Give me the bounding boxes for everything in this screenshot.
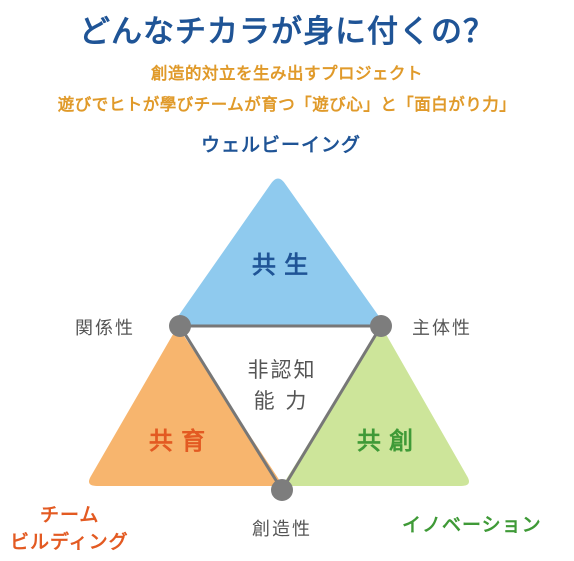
outcome-innovation: イノベーション: [402, 514, 542, 536]
left-triangle-label: 共 育: [149, 427, 205, 455]
vertex-label-right: 主体性: [412, 318, 472, 339]
subtitle-line-1: 創造的対立を生み出すプロジェクト: [151, 64, 423, 83]
edge-right: [280, 325, 383, 491]
center-label-line-1: 非認知: [248, 358, 317, 382]
vertex-label-left: 関係性: [75, 318, 135, 339]
right-triangle: [285, 331, 469, 486]
center-label-line-2: 能 力: [254, 389, 309, 413]
vertex-dot-left-icon: [169, 315, 191, 337]
page-title: どんなチカラが身に付くの？: [79, 14, 495, 50]
vertex-dot-right-icon: [370, 315, 392, 337]
vertex-dot-bottom-icon: [271, 479, 293, 501]
edge-left: [178, 325, 284, 491]
outcome-team-line-2: ビルディング: [10, 531, 129, 553]
outcome-wellbeing: ウェルビーイング: [200, 134, 361, 156]
left-triangle: [89, 331, 280, 486]
subtitle-line-2: 遊びでヒトが學びチームが育つ「遊び心」と「面白がり力」: [57, 95, 517, 114]
vertex-label-bottom: 創造性: [252, 519, 312, 540]
top-triangle-label: 共 生: [252, 251, 308, 279]
outcome-team-line-1: チーム: [40, 504, 100, 526]
right-triangle-label: 共 創: [357, 427, 413, 455]
inner-triangle-edges: [178, 324, 383, 491]
top-triangle: [177, 178, 380, 326]
